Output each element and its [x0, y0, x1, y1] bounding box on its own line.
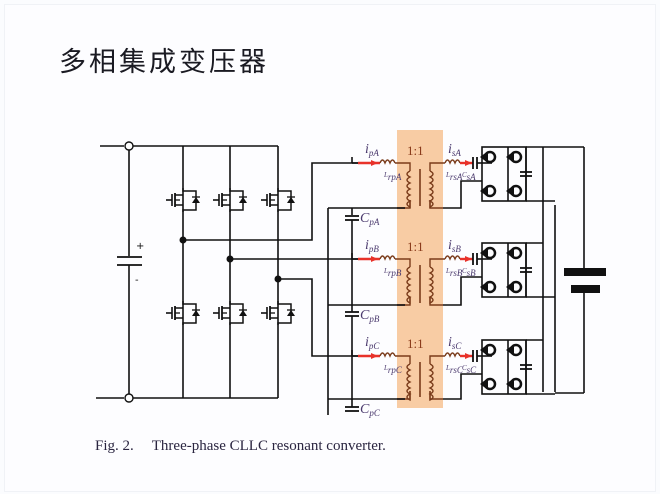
primary-current-label: ipC — [365, 335, 380, 351]
plus-sign: + — [136, 241, 144, 252]
wire-phase-c — [278, 278, 365, 357]
figure-caption: Fig. 2. Three-phase CLLC resonant convert… — [95, 438, 386, 455]
rectifier-diode — [480, 246, 497, 260]
rectifier-diode — [506, 343, 523, 357]
wire-phase-a — [183, 162, 365, 241]
minus-sign: - — [135, 275, 139, 286]
rectifier-diode — [480, 377, 497, 391]
primary-inductor-label: LrpA — [383, 171, 402, 182]
secondary-resonant-inductor — [444, 159, 461, 165]
slide-title: 多相集成变压器 — [59, 47, 269, 78]
secondary-current-label: isA — [448, 142, 461, 158]
secondary-inductor-label: LrsA — [445, 171, 463, 182]
dc-input-source: + - — [96, 141, 278, 403]
primary-resonant-inductor — [379, 255, 396, 261]
secondary-resonant-inductor — [444, 352, 461, 358]
primary-capacitor-label: CpC — [360, 402, 381, 418]
figure-caption-text: Three-phase CLLC resonant converter. — [151, 438, 386, 454]
primary-capacitor-bus — [327, 207, 405, 415]
secondary-resonant-inductor — [444, 255, 461, 261]
secondary-current-label: isC — [448, 335, 462, 351]
turns-ratio: 1:1 — [407, 336, 424, 351]
primary-inductor-label: LrpC — [383, 364, 403, 375]
rectifier-b — [480, 242, 555, 298]
rectifier-diode — [480, 184, 497, 198]
turns-ratio: 1:1 — [407, 239, 424, 254]
secondary-current-label: isB — [448, 238, 461, 254]
figure-number: Fig. 2. — [95, 438, 134, 454]
primary-current-label: ipA — [365, 142, 379, 158]
secondary-capacitor-label: CsC — [462, 364, 477, 375]
rectifier-a — [480, 146, 555, 202]
rectifier-diode — [506, 377, 523, 391]
inverter-bridge — [165, 146, 365, 398]
rectifier-diode — [506, 150, 523, 164]
secondary-inductor-label: LrsB — [445, 267, 463, 278]
rectifier-diode — [480, 150, 497, 164]
rectifier-diode — [506, 246, 523, 260]
turns-ratio: 1:1 — [407, 143, 424, 158]
input-terminal-positive — [124, 141, 134, 151]
primary-capacitor-label: CpA — [360, 211, 380, 227]
primary-resonant-inductor — [379, 352, 396, 358]
rectifier-diode — [480, 343, 497, 357]
output-bus — [542, 146, 606, 394]
rectifier-diode — [506, 184, 523, 198]
rectifier-diode — [480, 280, 497, 294]
battery-plate-positive — [564, 268, 606, 276]
primary-resonant-inductor — [379, 159, 396, 165]
primary-inductor-label: LrpB — [383, 267, 402, 278]
input-terminal-negative — [124, 393, 134, 403]
rectifier-diode — [506, 280, 523, 294]
secondary-inductor-label: LrsC — [445, 364, 464, 375]
secondary-capacitor-label: CsA — [462, 171, 476, 182]
battery-plate-negative — [571, 285, 600, 293]
slide-frame — [4, 4, 656, 492]
rectifier-c — [480, 339, 555, 395]
secondary-rectifiers — [480, 146, 555, 395]
secondary-capacitor-label: CsB — [462, 267, 476, 278]
primary-capacitor-label: CpB — [360, 308, 380, 324]
primary-current-label: ipB — [365, 238, 379, 254]
